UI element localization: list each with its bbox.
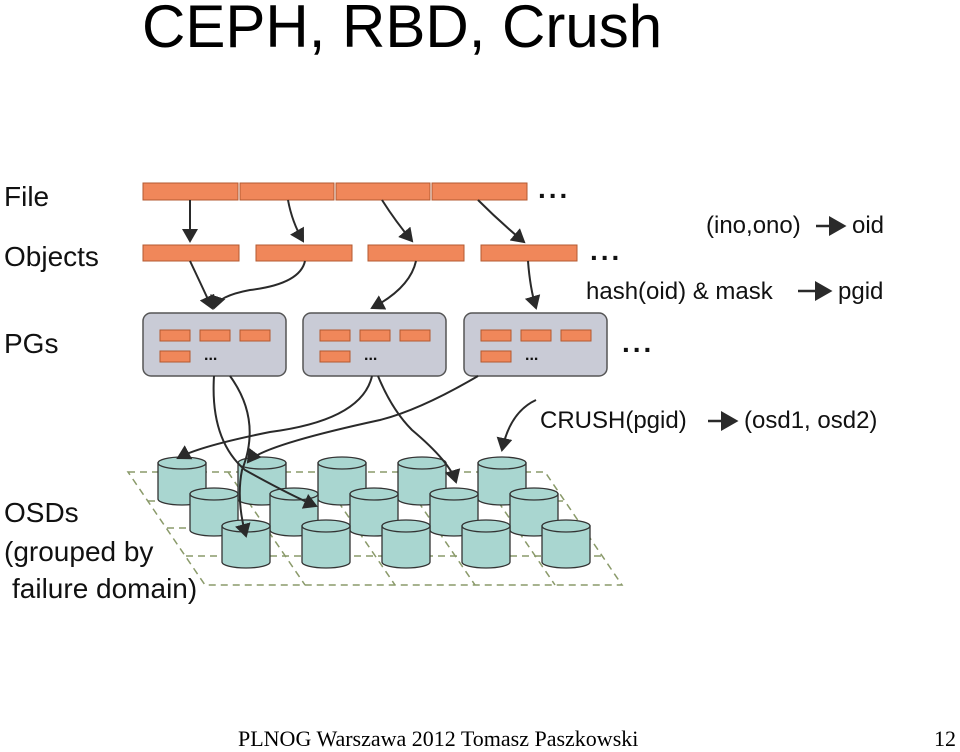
pgs-ellipsis: ... — [622, 327, 654, 358]
object-segment — [142, 244, 240, 262]
label-osds-failure-domain: failure domain) — [12, 573, 197, 604]
osd-cylinder — [301, 519, 351, 569]
file-segment — [431, 182, 528, 201]
mapping-ino-ono: (ino,ono) — [706, 212, 801, 239]
label-file: File — [4, 181, 49, 212]
object-to-pg-arrows — [189, 260, 541, 310]
osd-cylinder — [477, 456, 527, 506]
pg-ellipsis: ... — [525, 347, 538, 364]
page-number: 12 — [934, 726, 956, 751]
pg-box: ... — [142, 312, 287, 377]
object-segment — [480, 244, 578, 262]
pg-box: ... — [463, 312, 608, 377]
mapping-pgid: pgid — [838, 278, 883, 305]
arrow — [189, 260, 215, 310]
objects-ellipsis: ... — [590, 235, 622, 266]
object-segment — [367, 244, 465, 262]
mapping-arrows — [708, 216, 847, 431]
pg-to-osd-arrows — [176, 375, 537, 538]
mapping-oid: oid — [852, 212, 884, 239]
file-segment — [335, 182, 431, 201]
arrow — [370, 260, 417, 310]
arrow — [176, 375, 373, 460]
osd-cluster — [157, 456, 591, 569]
pg-box: ... — [302, 312, 447, 377]
arrow — [524, 260, 541, 310]
pg-ellipsis: ... — [204, 347, 217, 364]
label-osds: OSDs — [4, 497, 79, 528]
file-segment — [239, 182, 335, 201]
file-segment — [142, 182, 239, 201]
osd-cylinder — [381, 519, 431, 569]
file-segments — [142, 182, 528, 201]
object-segment — [255, 244, 353, 262]
footer-text: PLNOG Warszawa 2012 Tomasz Paszkowski — [238, 726, 639, 751]
arrow — [477, 199, 526, 244]
arrow — [496, 399, 537, 452]
slide-title: CEPH, RBD, Crush — [142, 0, 663, 60]
file-ellipsis: ... — [538, 173, 570, 204]
osd-cylinder — [461, 519, 511, 569]
osd-cylinder — [541, 519, 591, 569]
mapping-crush: CRUSH(pgid) — [540, 407, 687, 434]
label-osds-grouped: (grouped by — [4, 536, 153, 567]
arrow — [246, 375, 479, 464]
arrow — [377, 375, 461, 484]
mapping-hash: hash(oid) & mask — [586, 278, 774, 305]
label-objects: Objects — [4, 241, 99, 272]
arrow — [212, 375, 318, 509]
file-to-object-arrows — [182, 199, 526, 244]
pg-ellipsis: ... — [364, 347, 377, 364]
arrow — [210, 260, 306, 310]
object-segments — [142, 244, 578, 262]
osd-cylinder — [221, 519, 271, 569]
ceph-data-placement-diagram: File Objects PGs OSDs (grouped by failur… — [4, 173, 884, 604]
arrow — [287, 199, 305, 243]
mapping-osds: (osd1, osd2) — [744, 407, 877, 434]
label-pgs: PGs — [4, 328, 58, 359]
arrow — [381, 199, 414, 243]
arrow — [229, 375, 251, 538]
